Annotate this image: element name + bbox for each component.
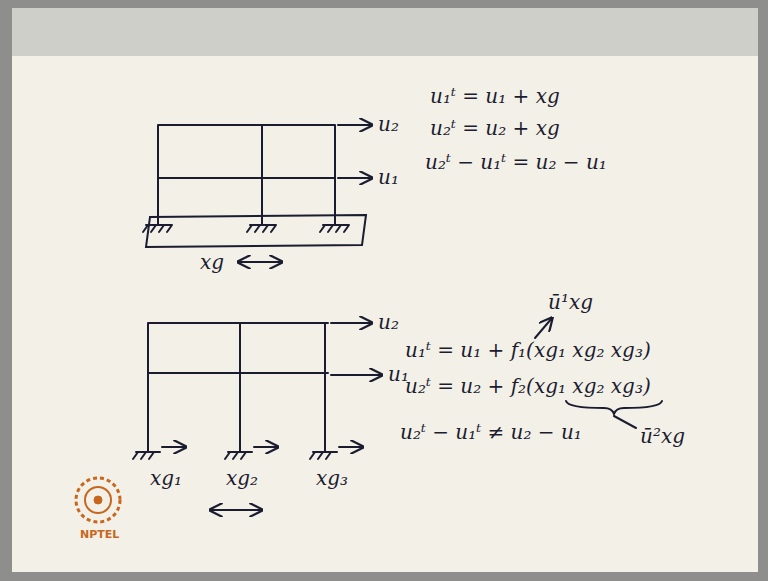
- math-label: xg: [200, 250, 224, 274]
- frame-top: [143, 125, 372, 262]
- logo-text: NPTEL: [80, 528, 119, 541]
- math-label: xg₁: [150, 466, 182, 490]
- math-label: ū¹xg: [548, 290, 593, 314]
- math-label: xg₃: [316, 466, 348, 490]
- math-label: u₂ᵗ = u₂ + xg: [430, 116, 560, 140]
- math-label: u₁ᵗ = u₁ + xg: [430, 84, 560, 108]
- math-label: xg₂: [226, 466, 258, 490]
- nptel-logo: [76, 478, 120, 522]
- equation-marks: [535, 318, 662, 428]
- math-label: u₁ᵗ = u₁ + f₁(xg₁ xg₂ xg₃): [405, 338, 651, 362]
- math-label: u₂ᵗ = u₂ + f₂(xg₁ xg₂ xg₃): [405, 374, 651, 398]
- math-label: u₁: [378, 165, 399, 189]
- math-label: u₂ᵗ − u₁ᵗ = u₂ − u₁: [425, 150, 607, 174]
- paper: [12, 56, 758, 572]
- math-label: u₂: [378, 112, 399, 136]
- top-band: [12, 8, 758, 58]
- math-label: u₂ᵗ − u₁ᵗ ≠ u₂ − u₁: [400, 420, 582, 444]
- math-label: ū²xg: [640, 424, 685, 448]
- frame-bottom: [133, 323, 382, 510]
- math-label: u₂: [378, 310, 399, 334]
